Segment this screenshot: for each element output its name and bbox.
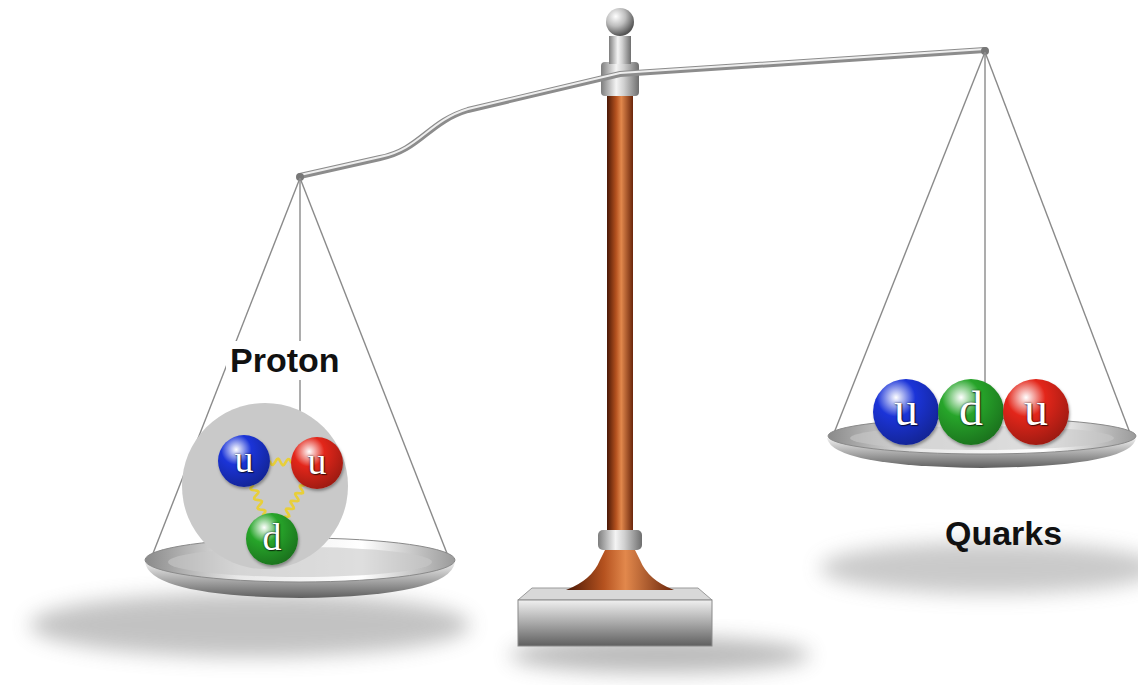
quark-ball: u xyxy=(1003,379,1069,445)
quark-ball: u xyxy=(873,379,939,445)
proton-circle: Protonuud xyxy=(182,403,348,569)
quark-ball: u xyxy=(218,435,270,487)
proton-heading: Proton xyxy=(226,341,344,380)
quark-letter: d xyxy=(263,518,282,556)
gluon-line xyxy=(251,486,266,515)
quark-ball: u xyxy=(291,437,343,489)
quark-letter: d xyxy=(959,385,983,433)
gluon-line xyxy=(285,485,304,517)
quark-letter: u xyxy=(894,385,918,433)
quark-letter: u xyxy=(235,440,254,478)
gluon-line xyxy=(270,459,291,466)
quark-ball: d xyxy=(246,513,298,565)
caption-label: Quarks xyxy=(945,514,1062,553)
quark-letter: u xyxy=(308,442,327,480)
quark-ball: d xyxy=(938,379,1004,445)
quark-letter: u xyxy=(1024,385,1048,433)
